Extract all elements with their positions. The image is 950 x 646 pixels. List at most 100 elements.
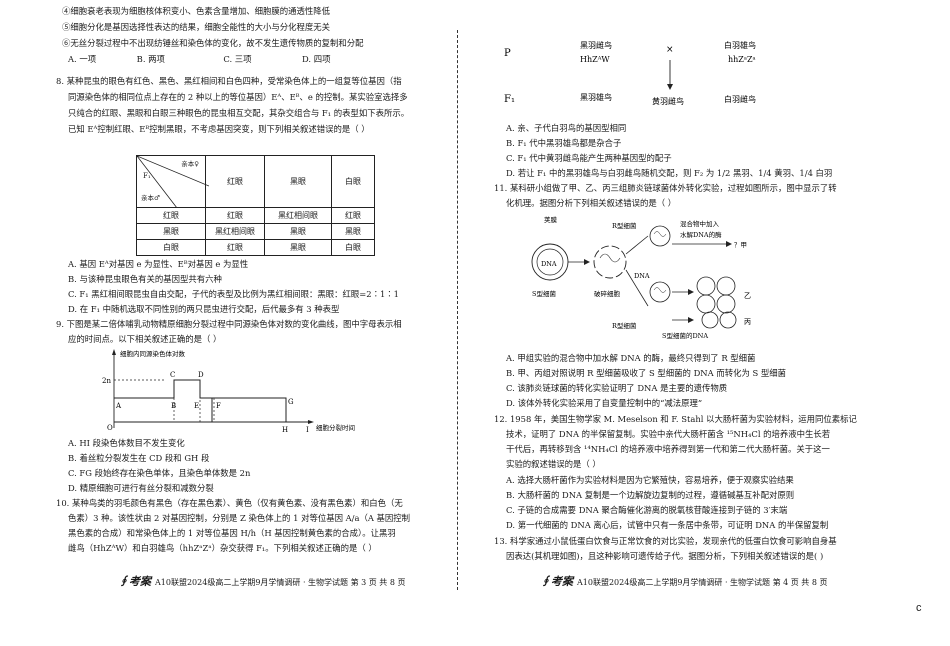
table-row: 白眼 红眼 黑眼 白眼: [136, 239, 375, 256]
s-bacteria-label: S型细菌: [532, 289, 556, 298]
graph-ytick-2n: 2n: [102, 377, 111, 385]
q8-line-1: 8. 某种昆虫的眼色有红色、黑色、黑红相间和白色四种，受常染色体上的一组复等位基…: [56, 76, 402, 86]
graph-point-c: C: [170, 371, 175, 379]
row-label: 红眼: [136, 207, 206, 224]
cross-f1-b: 黄羽雌鸟: [652, 96, 684, 106]
table-header: 白眼: [331, 155, 375, 208]
cross-female-geno: HhZᴬW: [580, 55, 610, 64]
q8-option-b: B. 与该种昆虫眼色有关的基因型共有六种: [68, 274, 222, 284]
q7-option-d: D. 四项: [302, 54, 331, 64]
q12-line-2: 技术，证明了 DNA 的半保留复制。实验中亲代大肠杆菌含 ¹⁵NH₄Cl 的培养…: [506, 429, 831, 439]
table-cell: 白眼: [331, 239, 375, 256]
s-dna-label: S型细菌的DNA: [662, 331, 708, 340]
q12-option-c: C. 子链的合成需要 DNA 聚合酶催化游离的脱氧核苷酸连接到子链的 3′末端: [506, 505, 788, 515]
table-cell: 黑眼: [264, 239, 332, 256]
table-corner-male: 亲本♂: [141, 194, 160, 202]
group-yi-label: 乙: [744, 292, 751, 300]
enzyme-note-1: 混合物中加入: [680, 219, 720, 228]
q12-line-1: 12. 1958 年，美国生物学家 M. Meselson 和 F. Stahl…: [494, 414, 857, 424]
cross-f1-label: F₁: [504, 94, 515, 105]
q7-option-b: B. 两项: [136, 54, 165, 64]
q8-option-a: A. 基因 Eᴬ对基因 e 为显性、Eᴮ对基因 e 为显性: [68, 259, 249, 269]
table-corner-cell: 亲本♀ F₁ 亲本♂: [136, 155, 209, 208]
graph-point-e: E: [194, 402, 199, 410]
brand-logo: ∮考案: [540, 575, 573, 588]
statement-6: ⑥无丝分裂过程中不出现纺锤丝和染色体的变化，故不发生遗传物质的复制和分配: [62, 38, 364, 48]
q12-option-b: B. 大肠杆菌的 DNA 复制是一个边解旋边复制的过程，遵循碱基互补配对原则: [506, 490, 795, 500]
q12-line-4: 实验的叙述错误的是（ ）: [506, 459, 601, 469]
q13-line-1: 13. 科学家通过小鼠低蛋白饮食与正常饮食的对比实验，发现亲代的低蛋白饮食可影响…: [494, 536, 837, 546]
q9-option-d: D. 精原细胞可进行有丝分裂和减数分裂: [68, 483, 214, 493]
corner-mark: c: [916, 602, 922, 614]
homolog-pairs-graph: 细胞内同源染色体对数 细胞分裂时间 2n O A B C D E F G H I: [102, 349, 355, 434]
q10-option-a: A. 亲、子代白羽鸟的基因型相同: [506, 123, 627, 133]
capsule-label: 荚膜: [544, 215, 558, 224]
statement-5: ⑤细胞分化是基因选择性表达的结果，细胞全能性的大小与分化程度无关: [62, 22, 330, 32]
graph-point-h: H: [282, 426, 288, 434]
cross-p-label: P: [504, 48, 511, 59]
q8-option-d: D. 在 F₁ 中随机选取不同性别的两只昆虫进行交配，后代最多有 3 种表型: [68, 304, 340, 314]
q12-line-3: 干代后，再转移到含 ¹⁴NH₄Cl 的培养液中培养得到第一代和第二代大肠杆菌。关…: [506, 444, 830, 454]
table-cell: 黑红相间眼: [264, 207, 332, 224]
group-jia-label: ？甲: [734, 241, 747, 249]
graph-point-i: I: [306, 426, 309, 434]
cross-diagram: P 黑羽雌鸟 HhZᴬW × 白羽雄鸟 hhZᵃZᵃ F₁ 黑羽雄鸟 黄羽雌鸟 …: [504, 40, 756, 106]
q9-option-a: A. HI 段染色体数目不发生变化: [68, 438, 185, 448]
graph-ylabel: 细胞内同源染色体对数: [120, 349, 186, 358]
graph-point-f: F: [216, 402, 221, 410]
enzyme-note-2: 水解DNA的酶: [680, 230, 722, 239]
q13-line-2: 因表达(其机理如图)，且这种影响可遗传给子代。据图分析，下列相关叙述错误的是( …: [506, 551, 824, 561]
q11-line-2: 化机理。据图分析下列相关叙述错误的是（ ）: [506, 198, 677, 208]
broken-cell-label: 破碎细胞: [594, 289, 621, 298]
q10-option-d: D. 若让 F₁ 中的黑羽雄鸟与白羽雌鸟随机交配，则 F₂ 为 1/2 黑羽、1…: [506, 168, 833, 178]
q9-line-2: 应的时间点。以下相关叙述正确的是（ ）: [68, 334, 222, 344]
brand-logo: ∮考案: [118, 575, 151, 588]
q7-options: A. 一项 B. 两项 C. 三项 D. 四项: [68, 53, 331, 66]
q12-option-d: D. 第一代细菌的 DNA 离心后，试管中只有一条居中条带，可证明 DNA 的半…: [506, 520, 829, 530]
cross-male: 白羽雄鸟: [724, 40, 756, 50]
cross-f1-a: 黑羽雄鸟: [580, 92, 612, 102]
table-header: 红眼: [205, 155, 265, 208]
dna-label: DNA: [634, 272, 650, 280]
graph-origin: O: [107, 424, 113, 432]
table-row: 红眼 红眼 黑红相间眼 红眼: [136, 207, 375, 224]
table-cell: 黑眼: [264, 223, 332, 240]
table-cell: 黑眼: [331, 223, 375, 240]
q11-option-d: D. 该体外转化实验采用了自变量控制中的“减法原理”: [506, 398, 703, 408]
q10-line-4: 雌鸟（HhZᴬW）和白羽雄鸟（hhZᵃZᵃ）杂交获得 F₁。下列相关叙述正确的是…: [68, 543, 377, 553]
graph-point-g: G: [288, 398, 294, 406]
q8-option-c: C. F₁ 黑红相间眼昆虫自由交配，子代的表型及比例为黑红相间眼：黑眼：红眼=2…: [68, 289, 400, 299]
q11-option-a: A. 甲组实验的混合物中加水解 DNA 的酶，最终只得到了 R 型细菌: [506, 353, 756, 363]
group-bing-label: 丙: [744, 318, 751, 326]
dna-small-label: DNA: [541, 260, 557, 268]
column-divider: [457, 30, 458, 590]
cross-male-geno: hhZᵃZᵃ: [728, 55, 756, 64]
graph-point-a: A: [115, 402, 122, 410]
table-cell: 黑红相间眼: [205, 223, 265, 240]
q10-option-c: C. F₁ 代中黄羽雌鸟能产生两种基因型的配子: [506, 153, 672, 163]
q11-option-b: B. 甲、丙组对照说明 R 型细菌吸收了 S 型细菌的 DNA 而转化为 S 型…: [506, 368, 787, 378]
q8-line-2: 同源染色体的相同位点上存在的 2 种以上的等位基因）Eᴬ、Eᴮ、e 的控制。某实…: [68, 92, 408, 102]
row-label: 黑眼: [136, 223, 206, 240]
q10-option-b: B. F₁ 代中黑羽雄鸟都是杂合子: [506, 138, 622, 148]
q7-option-a: A. 一项: [68, 54, 97, 64]
graph-point-b: B: [171, 402, 176, 410]
q11-line-1: 11. 某科研小组做了甲、乙、丙三组肺炎链球菌体外转化实验，过程如图所示，图中显…: [494, 183, 837, 193]
q9-line-1: 9. 下图是某二倍体哺乳动物精原细胞分裂过程中同源染色体对数的变化曲线，图中字母…: [56, 319, 402, 329]
transformation-diagram: 荚膜 DNA S型细菌 破碎细胞 DNA R型细菌 混合物中加入 水解DNA的酶…: [531, 215, 751, 340]
q7-option-c: C. 三项: [223, 54, 252, 64]
table-cell: 红眼: [331, 207, 375, 224]
row-label: 白眼: [136, 239, 206, 256]
table-corner-female: 亲本♀: [181, 160, 199, 168]
table-header: 黑眼: [264, 155, 332, 208]
r-bacteria-top-label: R型细菌: [612, 221, 637, 230]
q8-line-4: 已知 Eᴬ控制红眼、Eᴮ控制黑眼，不考虑基因突变，则下列相关叙述错误的是（ ）: [68, 124, 370, 134]
q10-line-2: 色素）3 种。该性状由 2 对基因控制，分别是 Z 染色体上的 1 对等位基因 …: [68, 513, 411, 523]
cross-times: ×: [666, 45, 674, 55]
table-row: 黑眼 黑红相间眼 黑眼 黑眼: [136, 223, 375, 240]
table-cell: 红眼: [205, 207, 265, 224]
table-corner-f1: F₁: [143, 172, 151, 180]
q10-line-1: 10. 某种鸟类的羽毛颜色有黑色（存在黑色素）、黄色（仅有黄色素、没有黑色素）和…: [56, 498, 403, 508]
